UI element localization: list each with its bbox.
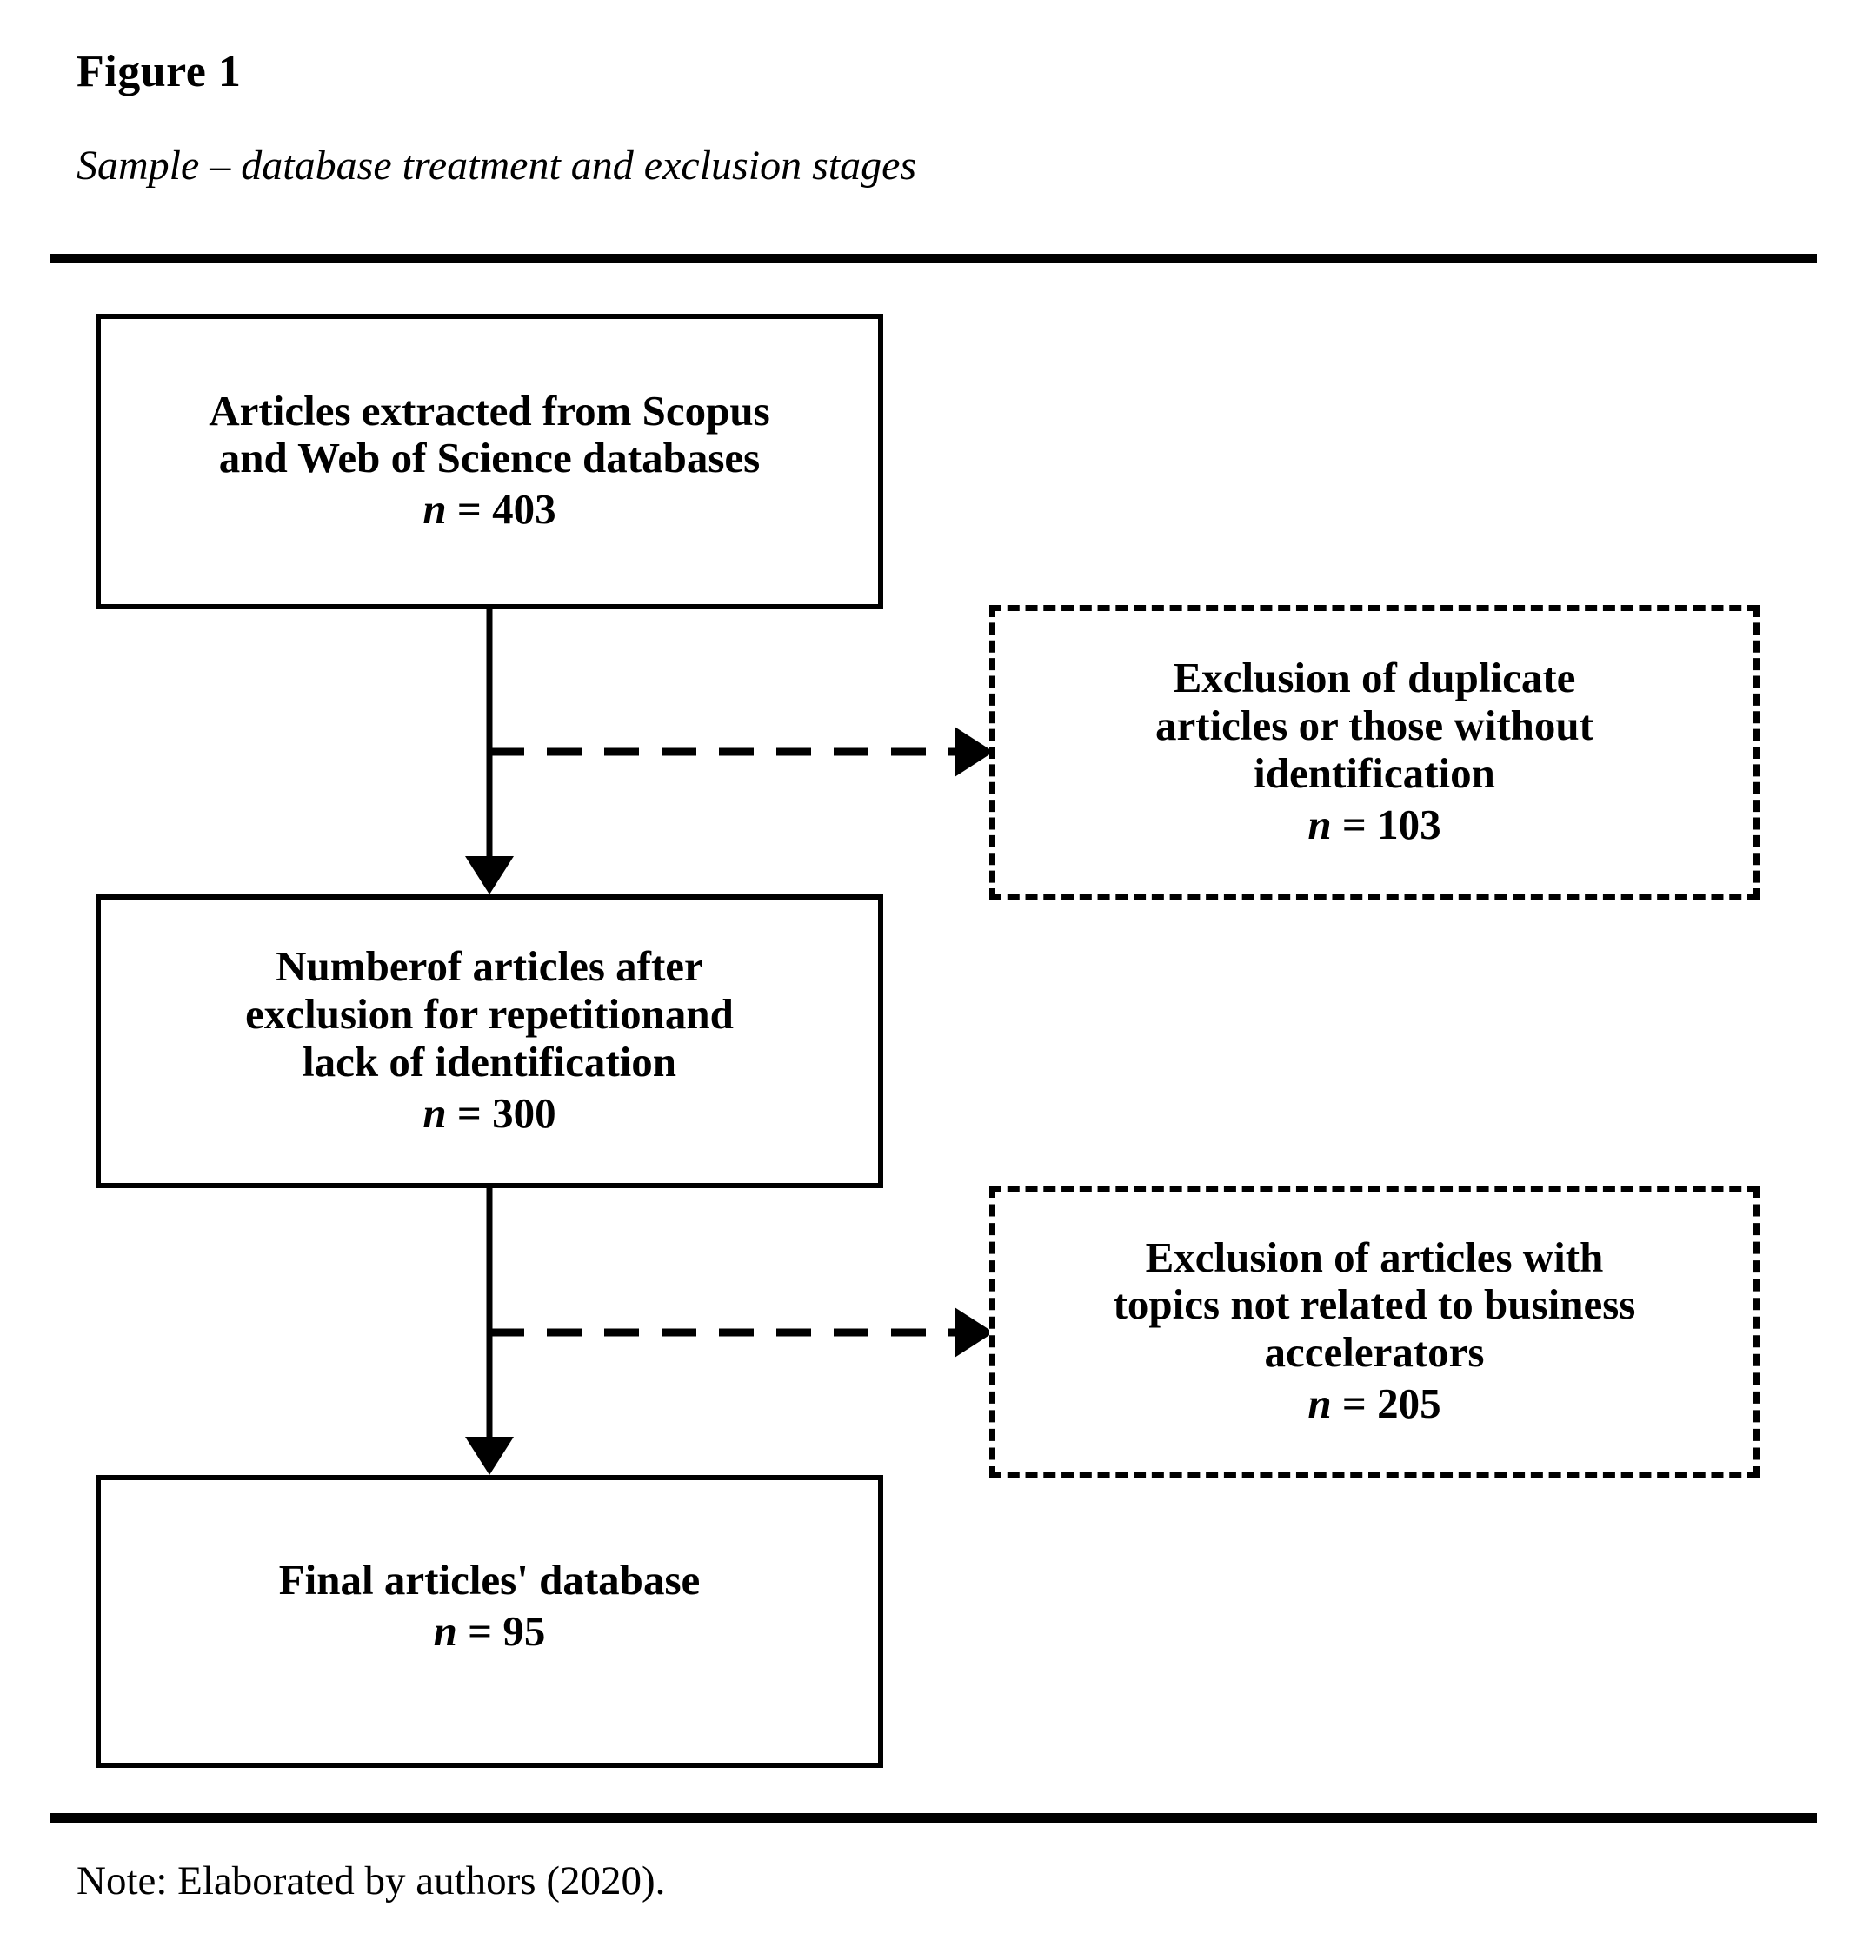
flow-box-text: Final articles' database: [278, 1556, 701, 1604]
bottom-divider-rule: [50, 1813, 1817, 1823]
top-divider-rule: [50, 254, 1817, 263]
connector-after-exclusion-to-final: [465, 1188, 514, 1475]
count-equals: =: [456, 1606, 503, 1655]
flow-box-text: Exclusion of duplicate articles or those…: [1155, 654, 1593, 797]
count-symbol-n: n: [422, 485, 447, 534]
connector-extracted-to-exclusion-duplicates: [489, 727, 994, 777]
count-value: 103: [1377, 800, 1441, 848]
count-value: 403: [492, 485, 556, 534]
count-equals: =: [446, 1088, 493, 1137]
flow-box-count: n = 300: [422, 1086, 555, 1139]
count-symbol-n: n: [433, 1606, 457, 1655]
count-symbol-n: n: [1307, 1379, 1332, 1428]
flow-box-count: n = 205: [1307, 1377, 1440, 1430]
connector-extracted-to-after-exclusion: [465, 609, 514, 894]
count-equals: =: [1331, 1379, 1378, 1428]
flow-box-articles-extracted: Articles extracted from Scopus and Web o…: [96, 314, 883, 609]
flow-box-articles-after-exclusion: Numberof articles after exclusion for re…: [96, 894, 883, 1188]
flow-box-exclusion-topics: Exclusion of articles with topics not re…: [989, 1186, 1760, 1478]
figure-label: Figure 1: [77, 47, 242, 96]
figure-subtitle: Sample – database treatment and exclusio…: [77, 143, 917, 189]
flow-box-count: n = 95: [434, 1605, 546, 1658]
count-symbol-n: n: [422, 1088, 447, 1137]
flow-box-text: Exclusion of articles with topics not re…: [1113, 1232, 1636, 1377]
figure-note: Note: Elaborated by authors (2020).: [77, 1858, 666, 1904]
connector-after-exclusion-to-exclusion-topics: [489, 1307, 994, 1358]
flow-box-count: n = 103: [1307, 798, 1440, 851]
count-value: 300: [492, 1088, 556, 1137]
count-equals: =: [446, 485, 493, 534]
count-equals: =: [1331, 800, 1378, 848]
count-symbol-n: n: [1307, 800, 1332, 848]
flow-box-count: n = 403: [422, 482, 555, 535]
flow-box-text: Articles extracted from Scopus and Web o…: [209, 386, 770, 482]
flow-box-text: Numberof articles after exclusion for re…: [245, 942, 734, 1086]
flow-box-final-database: Final articles' database n = 95: [96, 1475, 883, 1768]
count-value: 205: [1377, 1379, 1441, 1428]
flow-box-exclusion-duplicates: Exclusion of duplicate articles or those…: [989, 605, 1760, 900]
count-value: 95: [502, 1606, 546, 1655]
